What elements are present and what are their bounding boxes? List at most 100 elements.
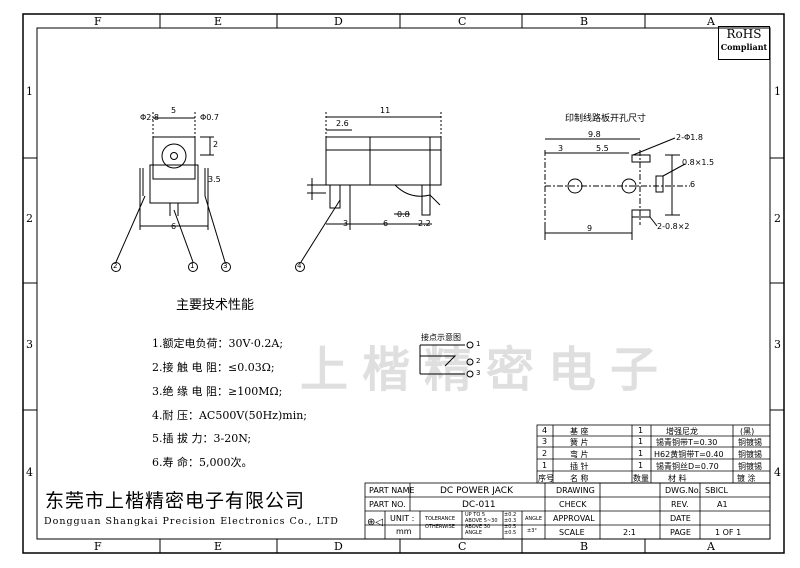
dim-side-08: 0.8 [397,210,410,219]
part-no-label: PART NO. [369,500,406,509]
tol-range-2: ABOVE 5~30 [465,518,498,524]
zone-right-1: 1 [774,85,781,98]
zone-right-2: 2 [774,212,781,225]
balloon-4: 4 [297,262,302,270]
page-value: 1 OF 1 [715,528,742,537]
dim-pcb-3: 3 [558,144,564,153]
dim-pcb-slot: 0.8×1.5 [682,158,715,167]
bom-finish: 铜镀锡 [738,462,762,471]
zone-bottom-a: A [707,540,715,553]
zone-bottom-d: D [334,540,343,553]
page-label: PAGE [670,528,691,537]
tolerance-label: TOLERANCE [425,516,456,522]
company-name-en: Dongguan Shangkai Precision Electronics … [44,516,339,527]
contact-pin-3: 3 [476,369,481,377]
bom-material: H62黄铜带T=0.40 [654,450,724,459]
contact-diagram [419,341,474,378]
drawing-label: DRAWING [556,486,595,495]
bom-header-finish: 镀 涂 [737,474,756,483]
spec-1: 1.额定电负荷：30V·0.2A; [152,337,284,350]
bom-qty: 1 [638,437,644,446]
dim-front-phi-left: Φ2.8 [140,113,160,122]
otherwise-label: OTHERWISE [425,524,455,530]
bom-no: 3 [542,437,548,446]
watermark: 上楷精密电子 [300,342,673,398]
tech-title: 主要技术性能 [176,298,255,313]
pcb-layout [544,137,690,240]
tol-val-3: ±0.5 [504,524,517,530]
dim-pcb-9: 9 [587,224,593,233]
dim-side-26: 2.6 [336,119,349,128]
dim-side-top: 11 [380,106,391,115]
title-block [364,482,771,540]
zone-bottom-f: F [94,540,102,553]
projection-icon: ⊕◁ [367,517,384,528]
zone-top-f: F [94,15,102,28]
bom-finish: 铜镀锡 [738,450,762,459]
zone-bottom-c: C [458,540,467,553]
bom-finish: (黑) [740,427,755,436]
dim-front-right: 2 [213,140,219,149]
bom-qty: 1 [638,461,644,470]
zone-top-c: C [458,15,467,28]
bom-qty: 1 [638,449,644,458]
spec-6: 6.寿 命：5,000次。 [152,456,253,469]
unit-label: UNIT : [390,514,415,523]
spec-2: 2.接 触 电 阻：≤0.03Ω; [152,361,275,374]
rev-label: REV. [671,500,689,509]
dim-pcb-55: 5.5 [596,144,609,153]
tol-range-3: ABOVE 30 [465,524,491,530]
spec-3: 3.绝 缘 电 阻：≥100MΩ; [152,385,283,398]
bom-header-name: 名 称 [570,474,589,483]
pcb-title: 印制线路板开孔尺寸 [565,114,647,124]
angle-value: ±3° [527,528,537,534]
dwg-no: SBICL [705,486,728,495]
zone-left-1: 1 [26,85,33,98]
bom-header-material: 材 料 [668,474,687,483]
balloon-1: 1 [190,262,195,270]
contact-pin-2: 2 [476,357,481,365]
bom-no: 2 [542,449,548,458]
tol-val-1: ±0.2 [504,512,517,518]
angle-label: ANGLE [525,516,542,522]
part-no: DC-011 [462,500,496,510]
spec-5: 5.插 拔 力：3-20N; [152,432,252,445]
company-name-cn: 东莞市上楷精密电子有限公司 [45,490,306,512]
bom-material: 锡青铜带T=0.30 [656,438,718,447]
zone-left-3: 3 [26,338,33,351]
bom-material: 锡青铜丝D=0.70 [656,462,719,471]
balloon-3: 3 [223,262,228,270]
zone-top-a: A [707,15,715,28]
unit-value: mm [396,527,412,536]
contact-title: 接点示意图 [421,333,461,342]
dim-front-phi-right: Φ0.7 [200,113,220,122]
bom-finish: 铜镀锡 [738,438,762,447]
dim-side-3: 3 [343,219,349,228]
zone-right-3: 3 [774,338,781,351]
tol-range-1: UP TO 5 [465,512,486,518]
date-label: DATE [670,514,691,523]
dim-front-top: 5 [171,106,177,115]
contact-pin-1: 1 [476,340,481,348]
bom-no: 1 [542,461,548,470]
approval-label: APPROVAL [553,514,595,523]
dim-side-22: 2.2 [418,219,431,228]
zone-left-2: 2 [26,212,33,225]
bom-material: 增强尼龙 [666,427,698,436]
front-view [111,112,231,272]
bom-no: 4 [542,426,548,435]
bom-header-no: 序号 [538,474,554,483]
dim-pcb-phi18: 2-Φ1.8 [676,133,703,142]
angle-left-val: ±0.5 [504,530,517,536]
rohs-compliant: Compliant [720,42,768,52]
zone-top-e: E [214,15,223,28]
scale-value: 2:1 [623,528,636,537]
zone-right-4: 4 [774,466,781,479]
angle-left-label: ANGLE [465,530,482,536]
zone-bottom-b: B [580,540,589,553]
tol-val-2: ±0.3 [504,518,517,524]
dim-side-6: 6 [383,219,389,228]
dim-front-35: 3.5 [208,175,221,184]
